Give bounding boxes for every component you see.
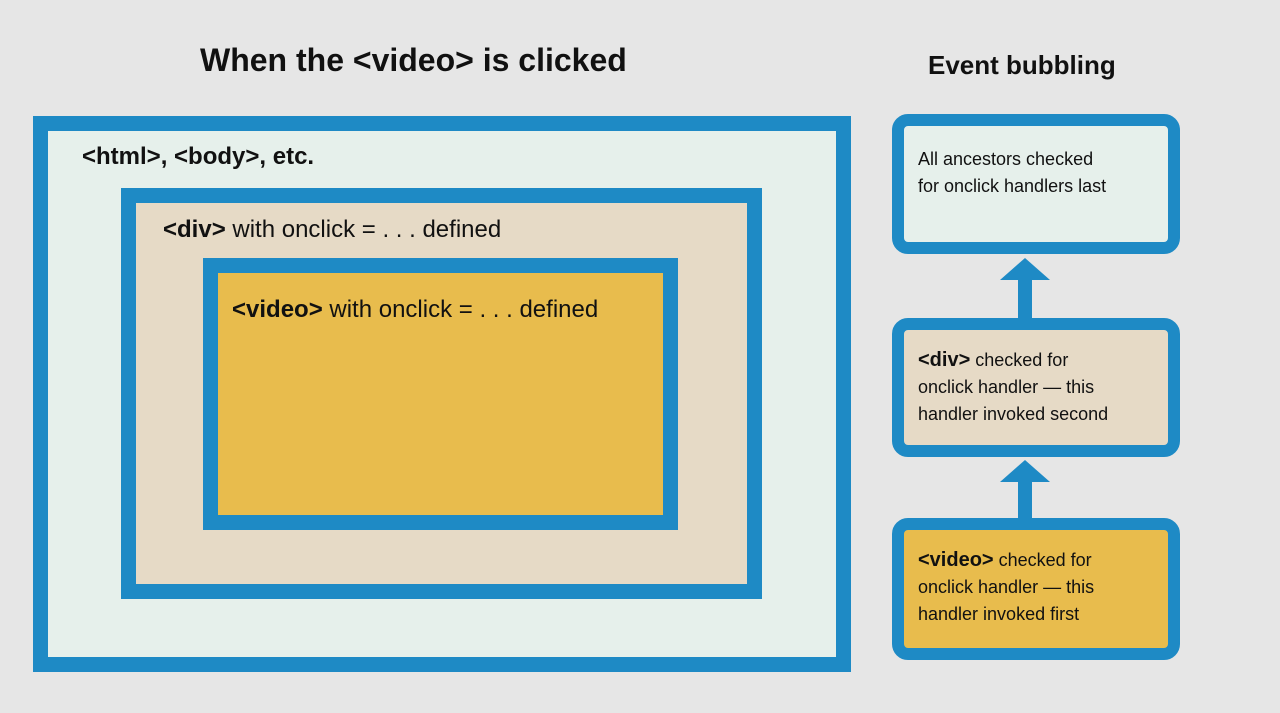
step-div-line-1-text: checked for — [970, 350, 1069, 370]
step-video-line-3: handler invoked first — [918, 604, 1080, 624]
step-video-box: <video> checked for onclick handler — th… — [892, 518, 1180, 660]
inner-box-text: with onclick = . . . defined — [322, 296, 599, 323]
step-div-tag: <div> — [918, 349, 971, 371]
inner-box-label: <video> with onclick = . . . defined — [232, 296, 598, 324]
outer-box-label: <html>, <body>, etc. — [82, 143, 315, 170]
step-div-line-1: <div> checked for — [918, 347, 1168, 374]
middle-box-label: <div> with onclick = . . . defined — [163, 216, 501, 244]
arrow-up-icon — [1000, 460, 1050, 520]
step-div-line-3: handler invoked second — [918, 404, 1109, 424]
step-div-line-2: onclick handler — this — [918, 377, 1095, 397]
inner-box-video — [203, 258, 678, 530]
arrow-up-icon — [1000, 258, 1050, 318]
step-ancestors-box: All ancestors checked for onclick handle… — [892, 114, 1180, 254]
step-ancestors-line-1: All ancestors checked — [918, 149, 1094, 169]
middle-box-tag: <div> — [163, 216, 226, 243]
step-video-tag: <video> — [918, 549, 994, 571]
diagram-title: When the <video> is clicked — [200, 42, 627, 78]
inner-box-tag: <video> — [232, 296, 323, 323]
step-ancestors-line-2: for onclick handlers last — [918, 176, 1107, 196]
side-title: Event bubbling — [928, 50, 1116, 80]
step-video-line-1: <video> checked for — [918, 547, 1168, 574]
step-video-line-2: onclick handler — this — [918, 577, 1095, 597]
middle-box-text: with onclick = . . . defined — [225, 216, 502, 243]
step-video-line-1-text: checked for — [993, 550, 1092, 570]
step-div-box: <div> checked for onclick handler — this… — [892, 318, 1180, 457]
